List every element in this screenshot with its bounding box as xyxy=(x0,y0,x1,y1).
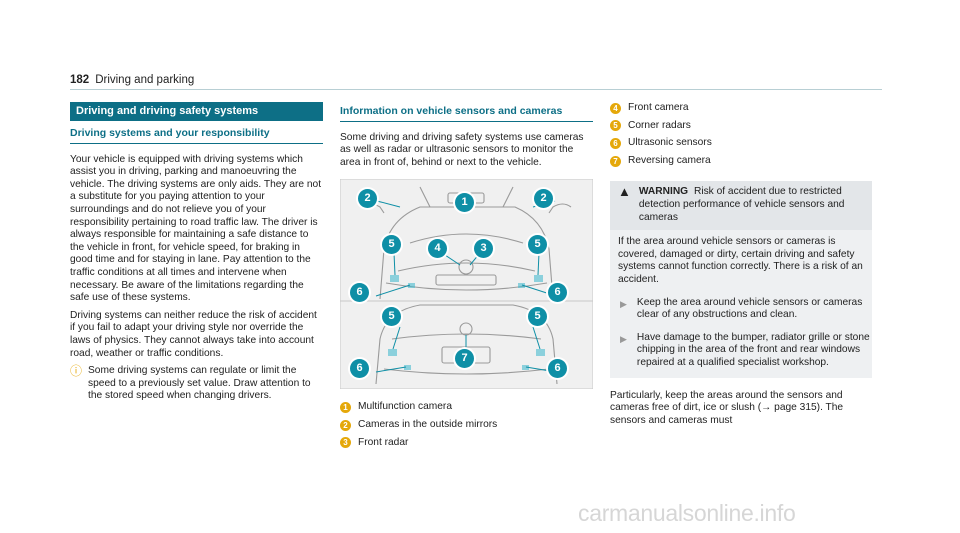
page-number: 182 xyxy=(70,74,90,86)
callout-3: 3 xyxy=(474,239,493,259)
callout-6-rear-right: 6 xyxy=(548,359,567,379)
legend-label: Cameras in the outside mirrors xyxy=(358,418,498,430)
legend-item: 6 Ultrasonic sensors xyxy=(610,137,872,150)
legend-number: 6 xyxy=(610,137,621,149)
callout-5-rear-right: 5 xyxy=(528,307,547,327)
callout-5-rear-left: 5 xyxy=(382,307,401,327)
legend-label: Reversing camera xyxy=(628,154,711,166)
callout-6-rear-left: 6 xyxy=(350,359,369,379)
legend-list-b: 4 Front camera 5 Corner radars 6 Ultrasonic… xyxy=(610,102,872,167)
header-divider xyxy=(70,89,882,90)
callout-4: 4 xyxy=(428,239,447,259)
legend-number: 3 xyxy=(340,437,351,449)
legend-item: 7 Reversing camera xyxy=(610,155,872,168)
info-note-text: Some driving systems can regulate or lim… xyxy=(88,365,311,402)
callout-2-right: 2 xyxy=(534,189,553,209)
legend-number: 5 xyxy=(610,120,621,132)
arrow-right-icon: ▶ xyxy=(620,298,627,309)
warning-action-text: Keep the area around vehicle sensors or … xyxy=(636,296,863,321)
warning-label: WARNING xyxy=(638,186,689,198)
page-header-title: Driving and parking xyxy=(95,74,195,86)
sensor-figure: 1 2 2 3 4 5 5 6 6 5 5 6 6 7 xyxy=(340,179,593,390)
callout-2-left: 2 xyxy=(358,189,377,209)
legend-number: 4 xyxy=(610,102,621,114)
legend-item: 5 Corner radars xyxy=(610,120,872,133)
callout-6-front-left: 6 xyxy=(350,283,369,303)
legend-list-a: 1 Multifunction camera 2 Cameras in the ou… xyxy=(340,401,593,449)
callout-5-front-right: 5 xyxy=(528,235,547,255)
legend-item: 3 Front radar xyxy=(340,437,593,450)
paragraph-keep-clean: Particularly, keep the areas around the … xyxy=(610,389,844,426)
callout-7: 7 xyxy=(455,349,474,369)
legend-number: 2 xyxy=(340,419,351,431)
column-left: Driving and driving safety systems Drivi… xyxy=(70,102,323,403)
sensor-marks xyxy=(388,275,545,371)
warning-heading: WARNING Risk of accident due to restrict… xyxy=(639,186,864,224)
warning-header: ▲ WARNING Risk of accident due to restri… xyxy=(610,181,872,231)
callout-5-front-left: 5 xyxy=(382,235,401,255)
callout-6-front-right: 6 xyxy=(548,283,567,303)
arrow-right-icon: ▶ xyxy=(620,333,627,344)
paragraph-limits: Driving systems can neither reduce the r… xyxy=(70,309,317,359)
info-note: ⓘ Some driving systems can regulate or l… xyxy=(70,365,323,403)
watermark: carmanualsonline.info xyxy=(578,500,796,526)
section-title: Driving and driving safety systems xyxy=(70,102,323,121)
legend-number: 7 xyxy=(610,155,621,167)
legend-label: Front camera xyxy=(628,102,689,113)
legend-label: Multifunction camera xyxy=(358,401,452,413)
warning-action-item: ▶ Keep the area around vehicle sensors o… xyxy=(610,291,872,326)
legend-item: 4 Front camera xyxy=(610,102,872,115)
page-header: 182 Driving and parking xyxy=(70,74,194,86)
legend-label: Front radar xyxy=(358,436,409,448)
warning-box: ▲ WARNING Risk of accident due to restri… xyxy=(610,181,872,378)
legend-number: 1 xyxy=(340,402,351,414)
column-middle: Information on vehicle sensors and camer… xyxy=(340,102,593,454)
subsection-title: Driving systems and your responsibility xyxy=(70,121,323,144)
legend-item: 1 Multifunction camera xyxy=(340,401,593,414)
legend-label: Corner radars xyxy=(628,119,691,131)
paragraph-responsibility: Your vehicle is equipped with driving sy… xyxy=(70,153,322,304)
car-rear-view xyxy=(375,304,558,385)
legend-label: Ultrasonic sensors xyxy=(628,137,712,149)
paragraph-sensors: Some driving and driving safety systems … xyxy=(340,131,584,168)
warning-body: If the area around vehicle sensors or ca… xyxy=(618,236,863,285)
column-right: 4 Front camera 5 Corner radars 6 Ultrasonic… xyxy=(610,102,872,432)
subsection-title-sensors: Information on vehicle sensors and camer… xyxy=(340,102,593,122)
legend-item: 2 Cameras in the outside mirrors xyxy=(340,419,593,432)
warning-triangle-icon: ▲ xyxy=(618,184,631,200)
callout-1: 1 xyxy=(455,193,474,213)
warning-action-text: Have damage to the bumper, radiator gril… xyxy=(636,331,870,368)
info-icon: ⓘ xyxy=(70,364,83,379)
warning-heading-text: Risk of accident due to restricted detec… xyxy=(638,186,845,223)
warning-action-item: ▶ Have damage to the bumper, radiator gr… xyxy=(610,326,872,378)
